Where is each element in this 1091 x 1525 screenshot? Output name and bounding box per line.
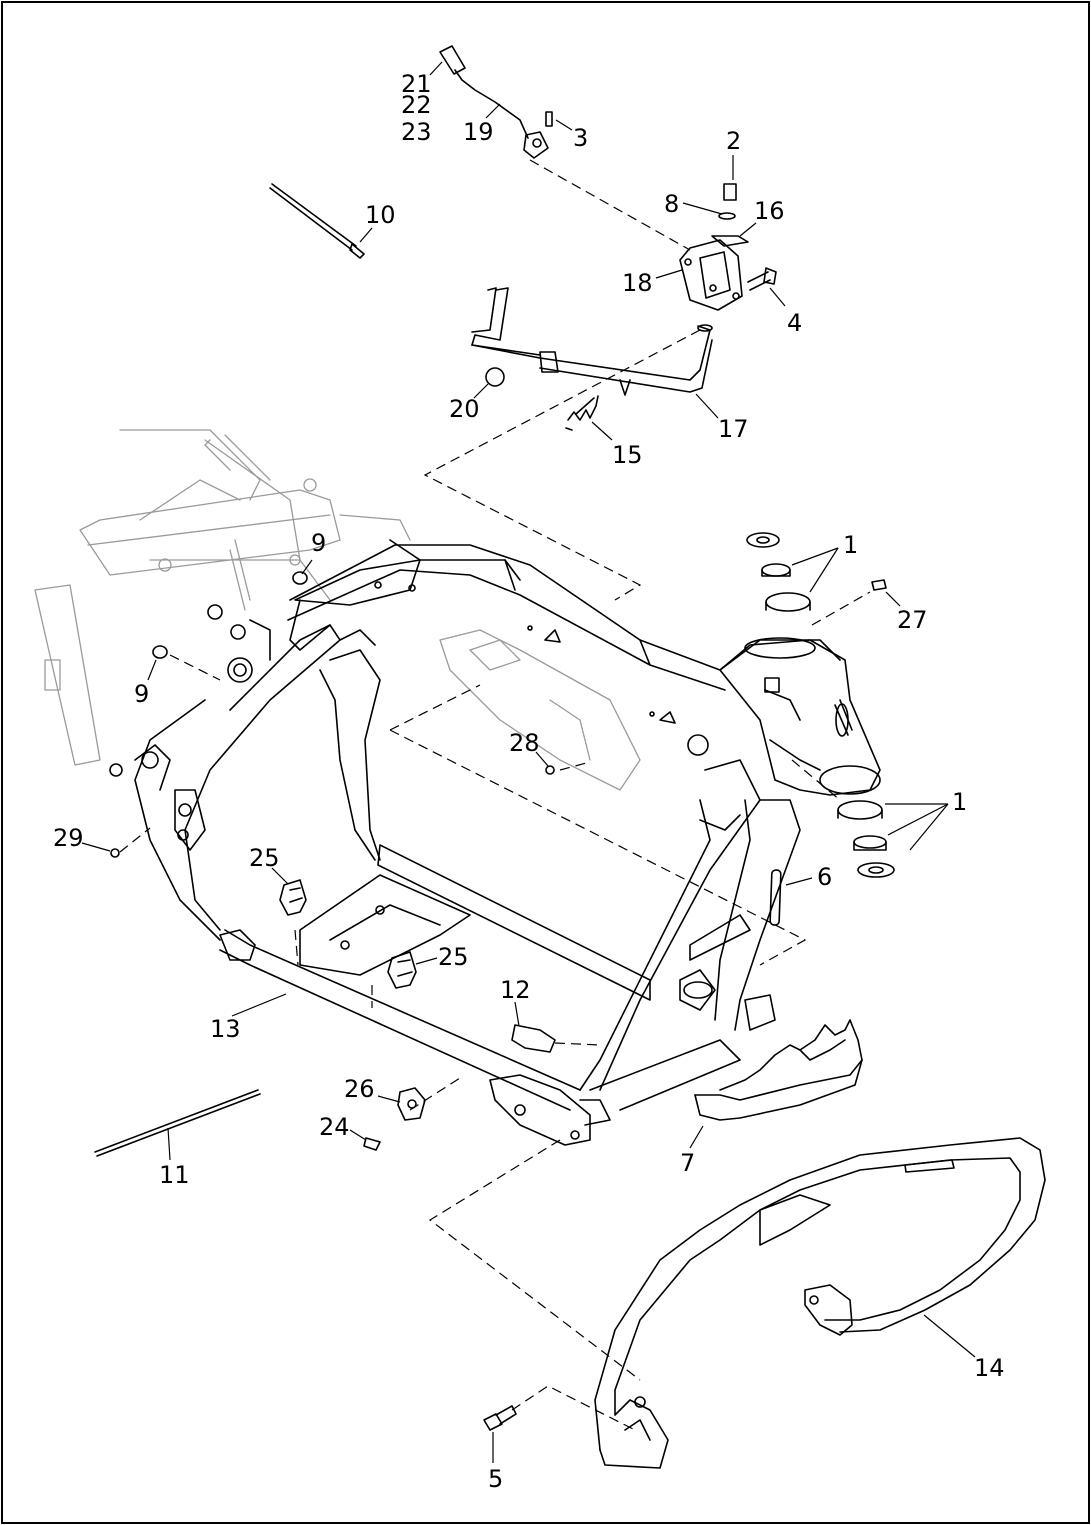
jiffy-stand-leg-part — [471, 287, 713, 396]
callout-6: 6 — [817, 863, 832, 891]
bumper-20-part — [485, 367, 505, 387]
clip-12-part — [511, 1024, 556, 1053]
screw-3-part — [545, 111, 553, 127]
callout-18: 18 — [622, 269, 653, 297]
callout-13: 13 — [210, 1015, 241, 1043]
assembly-lines — [119, 159, 871, 1431]
callout-25-lower: 25 — [438, 943, 469, 971]
bolt-4-part — [747, 267, 777, 291]
callout-10: 10 — [365, 201, 396, 229]
callout-1-lower: 1 — [952, 788, 967, 816]
callout-28: 28 — [509, 729, 540, 757]
sensor-connector-part — [439, 45, 549, 159]
nut-9-left-part — [152, 645, 168, 659]
callout-1-upper: 1 — [843, 531, 858, 559]
callout-15: 15 — [612, 441, 643, 469]
callout-9-left: 9 — [134, 680, 149, 708]
callout-20: 20 — [449, 395, 480, 423]
callout-16: 16 — [754, 197, 785, 225]
callout-2: 2 — [726, 127, 741, 155]
nut-9-upper-part — [292, 571, 308, 585]
front-fender-7-part — [694, 1019, 863, 1121]
plug-29-part — [110, 848, 120, 858]
callout-11: 11 — [159, 1161, 190, 1189]
callout-22: 22 — [401, 91, 432, 119]
callout-8: 8 — [664, 190, 679, 218]
callout-21: 21 — [401, 70, 432, 98]
callout-9-upper: 9 — [311, 529, 326, 557]
callout-26: 26 — [344, 1075, 375, 1103]
callout-3: 3 — [573, 124, 588, 152]
jiffy-stand-bracket-part — [679, 183, 749, 311]
ghost-rear-frame — [34, 429, 641, 791]
main-frame — [109, 539, 881, 1146]
bearing-set-upper-part — [746, 532, 811, 612]
cable-tie-10-part — [269, 183, 365, 259]
callout-7: 7 — [680, 1149, 695, 1177]
callout-4: 4 — [787, 309, 802, 337]
pad-6-part — [769, 869, 782, 926]
callout-14: 14 — [974, 1354, 1005, 1382]
callout-19: 19 — [463, 118, 494, 146]
callout-23: 23 — [401, 118, 432, 146]
callout-5: 5 — [488, 1465, 503, 1493]
callout-27: 27 — [897, 606, 928, 634]
screw-28-part — [545, 765, 555, 775]
bearing-set-lower-part — [837, 800, 895, 878]
engine-guard-14-part — [594, 1137, 1046, 1469]
clip-25-upper-part — [279, 879, 307, 916]
cable-tie-11-part — [94, 1089, 261, 1157]
callout-25-upper: 25 — [249, 844, 280, 872]
callout-17: 17 — [718, 415, 749, 443]
callout-12: 12 — [500, 976, 531, 1004]
callout-labels: 21 22 23 19 3 2 8 16 10 18 4 20 17 15 9 … — [53, 70, 1005, 1493]
clamp-26-part — [397, 1087, 426, 1121]
spring-15-part — [565, 395, 599, 431]
callout-24: 24 — [319, 1113, 350, 1141]
clip-25-lower-part — [387, 951, 417, 989]
bolt-5-part — [483, 1405, 517, 1431]
leader-lines — [81, 61, 976, 1463]
screw-24-part — [363, 1137, 381, 1151]
callout-29: 29 — [53, 824, 84, 852]
screw-27-part — [871, 579, 887, 591]
